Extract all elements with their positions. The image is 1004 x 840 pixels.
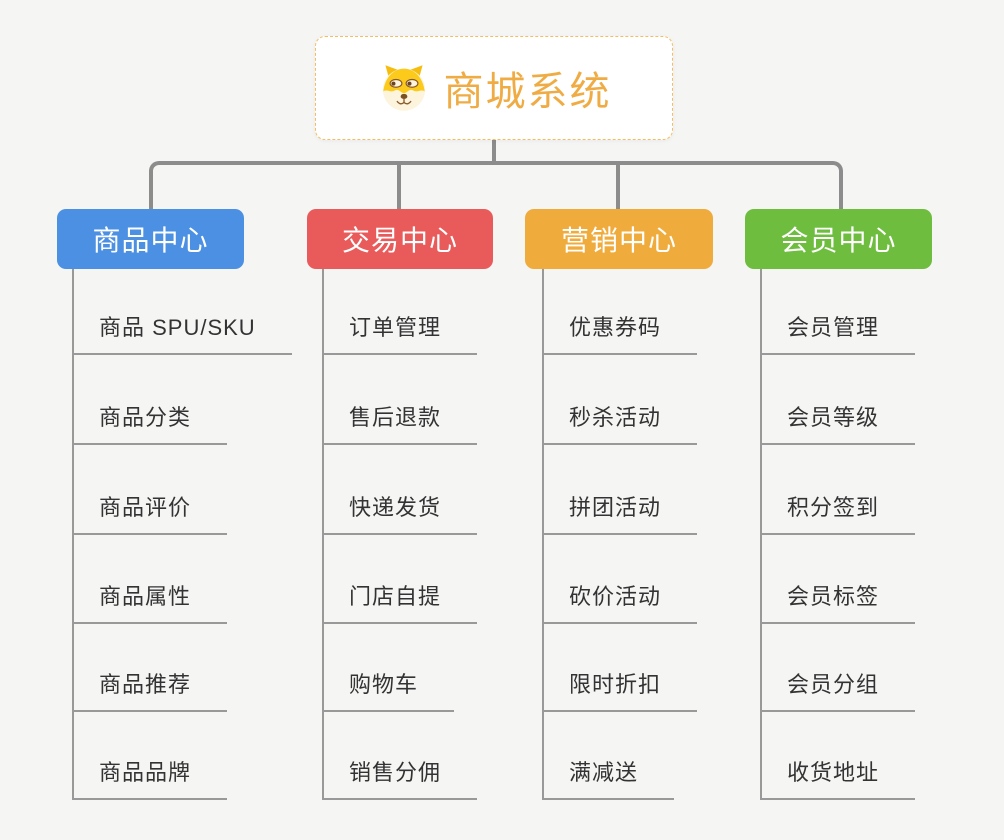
node-item[interactable]: 商品评价 <box>72 491 228 535</box>
root-title: 商城系统 <box>443 70 612 114</box>
node-item[interactable]: 秒杀活动 <box>542 401 698 445</box>
branch-trade-center[interactable]: 交易中心 <box>307 209 493 269</box>
root-connector-line <box>492 139 496 163</box>
branch-label: 营销中心 <box>560 225 677 256</box>
branch-elbow-right <box>821 161 843 210</box>
node-item[interactable]: 商品属性 <box>72 580 228 624</box>
node-item[interactable]: 拼团活动 <box>542 491 698 535</box>
node-item[interactable]: 快递发货 <box>322 491 478 535</box>
node-item[interactable]: 会员等级 <box>760 401 916 445</box>
node-item[interactable]: 会员标签 <box>760 580 916 624</box>
node-item[interactable]: 门店自提 <box>322 580 478 624</box>
branch-drop-line <box>616 163 620 210</box>
node-item[interactable]: 会员管理 <box>760 311 916 355</box>
root-node[interactable]: 商城系统 <box>315 36 673 140</box>
branch-elbow-left <box>149 161 171 210</box>
branch-label: 交易中心 <box>341 225 458 256</box>
node-item[interactable]: 售后退款 <box>322 401 478 445</box>
branch-member-center[interactable]: 会员中心 <box>745 209 932 269</box>
node-item[interactable]: 商品 SPU/SKU <box>72 311 292 355</box>
branch-product-center[interactable]: 商品中心 <box>57 209 244 269</box>
node-item[interactable]: 订单管理 <box>322 311 478 355</box>
node-item[interactable]: 购物车 <box>322 668 455 712</box>
branch-label: 会员中心 <box>780 225 897 256</box>
node-item[interactable]: 商品推荐 <box>72 668 228 712</box>
node-item[interactable]: 满减送 <box>542 756 675 800</box>
node-item[interactable]: 商品分类 <box>72 401 228 445</box>
node-item[interactable]: 收货地址 <box>760 756 916 800</box>
node-item[interactable]: 会员分组 <box>760 668 916 712</box>
doge-icon <box>382 65 425 111</box>
branch-marketing-center[interactable]: 营销中心 <box>525 209 713 269</box>
node-item[interactable]: 限时折扣 <box>542 668 698 712</box>
node-item[interactable]: 商品品牌 <box>72 756 228 800</box>
node-item[interactable]: 积分签到 <box>760 491 916 535</box>
branch-bus-line <box>160 161 832 165</box>
branch-drop-line <box>397 163 401 210</box>
node-item[interactable]: 销售分佣 <box>322 756 478 800</box>
node-item[interactable]: 优惠券码 <box>542 311 698 355</box>
branch-label: 商品中心 <box>92 225 209 256</box>
node-item[interactable]: 砍价活动 <box>542 580 698 624</box>
